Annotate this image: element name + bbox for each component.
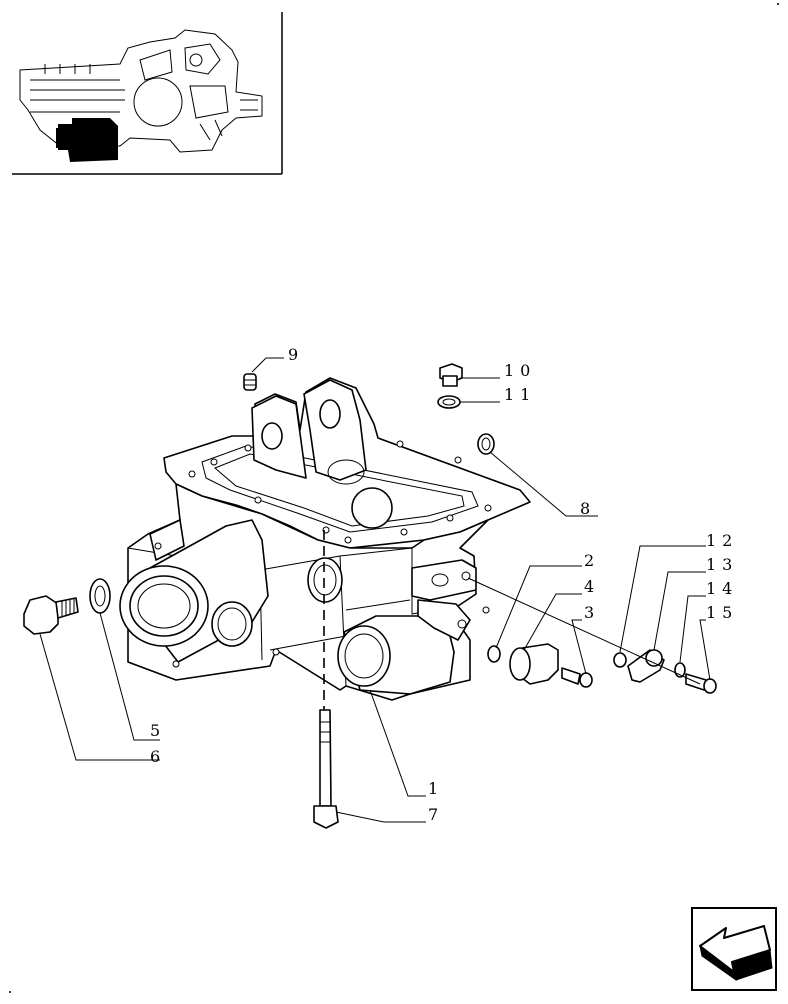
arrow-navigation-icon[interactable] <box>691 907 777 991</box>
housing-assembly <box>119 377 531 701</box>
callout-1: 1 <box>428 779 444 798</box>
part-15-screw <box>685 673 717 694</box>
leader-lines <box>39 357 711 823</box>
callout-10: 10 <box>504 361 536 380</box>
part-11-washer <box>437 395 461 409</box>
callout-14: 14 <box>706 579 738 598</box>
part-13-plug <box>627 649 665 683</box>
part-3-screw <box>561 667 593 688</box>
part-7-long-bolt <box>313 709 339 829</box>
part-4-cover <box>509 643 559 685</box>
callout-7: 7 <box>428 805 444 824</box>
callout-12: 12 <box>706 531 738 550</box>
part-8-o-ring <box>477 433 495 455</box>
callout-3: 3 <box>584 603 600 622</box>
part-2-o-ring <box>487 645 501 663</box>
callout-8: 8 <box>580 499 596 518</box>
locator-thumbnail-icon <box>12 12 283 175</box>
part-12-o-ring <box>613 652 627 668</box>
callout-2: 2 <box>584 551 600 570</box>
part-6-plug-bolt <box>23 595 79 635</box>
callout-9: 9 <box>288 345 304 364</box>
callout-6: 6 <box>150 747 166 766</box>
callout-5: 5 <box>150 721 166 740</box>
part-9-set-screw <box>243 373 257 391</box>
callout-13: 13 <box>706 555 738 574</box>
assembly-axis-lines <box>323 530 701 710</box>
part-10-plug <box>439 363 463 387</box>
callout-4: 4 <box>584 577 600 596</box>
callout-labels: 9 10 11 8 2 4 3 12 13 14 15 5 6 1 7 <box>150 345 738 824</box>
callout-15: 15 <box>706 603 738 622</box>
part-5-washer <box>89 578 111 614</box>
callout-11: 11 <box>504 385 536 404</box>
